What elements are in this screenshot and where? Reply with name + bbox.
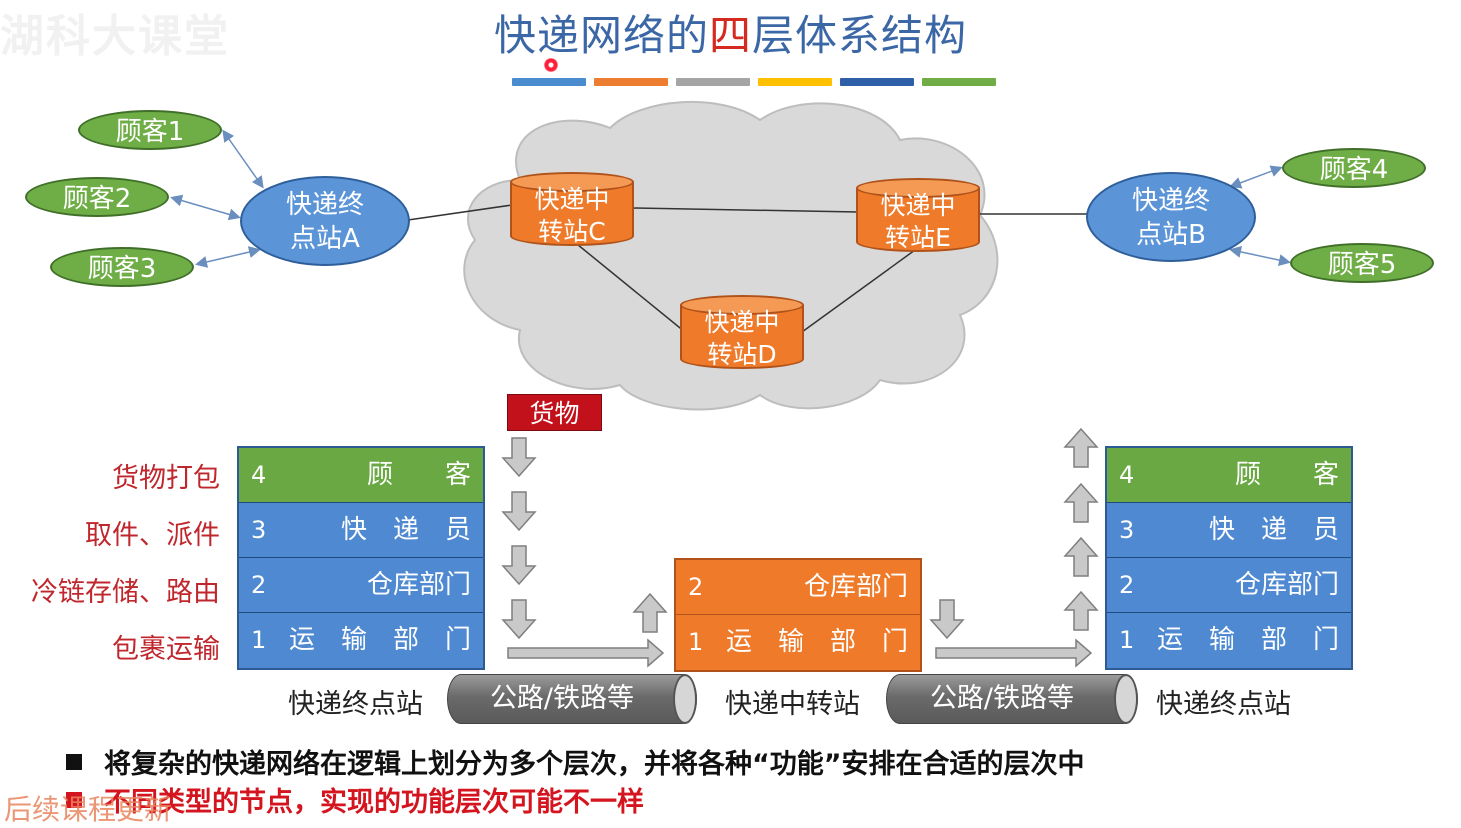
terminal-b-line2: 点站B [1136,220,1206,250]
right-layer-4: 4 顾 客 [1107,448,1351,503]
customer-4: 顾客4 [1282,148,1426,188]
customer-1: 顾客1 [78,110,222,150]
transfer-e-line2: 转站E [885,223,951,252]
right-arrow-icon [507,638,665,668]
up-arrow-icon [1063,427,1099,468]
down-arrow-icon [929,599,965,640]
layer-name: 仓库部门 [366,570,471,600]
customer-5: 顾客5 [1290,243,1434,283]
bullet-square-icon [66,792,82,808]
title-color-bar [512,78,586,86]
page-title: 快递网络的四层体系结构 [0,2,1461,63]
transfer-station-c: 快递中转站C [510,172,634,248]
layer-number: 4 [251,461,267,489]
function-label-2: 冷链存储、路由 [31,577,220,608]
up-arrow-icon [1063,590,1099,631]
terminal-a-line1: 快递终 [285,190,364,220]
middle-layer-stack: 2 仓库部门 1 运 输 部 门 [674,558,922,672]
layer-number: 2 [251,571,267,599]
down-arrow-icon [501,437,537,478]
function-label-1: 包裹运输 [112,634,220,665]
caption-left-terminal: 快递终点站 [288,689,423,720]
layer-name: 运 输 部 门 [288,625,471,655]
layer-name: 仓库部门 [803,572,908,602]
caption-transfer-station: 快递中转站 [725,689,860,720]
bullet-square-icon [66,754,82,770]
layer-number: 1 [251,626,267,654]
transfer-c-line1: 快递中 [534,185,610,214]
transfer-e-line1: 快递中 [880,191,956,220]
middle-layer-2: 2 仓库部门 [676,560,920,615]
layer-name: 顾 客 [366,460,471,490]
left-layer-4: 4 顾 客 [239,448,483,503]
bullet-2: 不同类型的节点，实现的功能层次可能不一样 [66,780,644,819]
terminal-station-a: 快递终 点站A [240,176,410,266]
layer-name: 仓库部门 [1234,570,1339,600]
title-color-bar [922,78,996,86]
layer-number: 1 [1119,626,1135,654]
left-layer-3: 3 快 递 员 [239,503,483,558]
right-layer-3: 3 快 递 员 [1107,503,1351,558]
layer-name: 运 输 部 门 [1156,625,1339,655]
down-arrow-icon [501,545,537,586]
title-part-1: 快递网络的 [493,11,709,60]
layer-number: 1 [688,628,704,656]
down-arrow-icon [501,491,537,532]
road-left-label: 公路/铁路等 [489,683,635,714]
right-layer-1: 1 运 输 部 门 [1107,613,1351,668]
layer-name: 顾 客 [1234,460,1339,490]
laser-pointer-icon [544,58,558,72]
left-layer-1: 1 运 输 部 门 [239,613,483,668]
road-left: 公路/铁路等 [447,674,697,724]
layer-number: 4 [1119,461,1135,489]
layer-name: 运 输 部 门 [725,627,908,657]
title-highlight: 四 [708,11,752,60]
road-right-label: 公路/铁路等 [929,683,1075,714]
road-right: 公路/铁路等 [886,674,1138,724]
right-arrow-icon [935,638,1093,668]
watermark-bottom: 后续课程更新 [4,793,173,826]
transfer-d-line1: 快递中 [704,308,780,337]
middle-layer-1: 1 运 输 部 门 [676,615,920,670]
down-arrow-icon [501,599,537,640]
terminal-a-line2: 点站A [290,224,360,254]
bullet-2-text: 不同类型的节点，实现的功能层次可能不一样 [104,787,644,818]
title-part-2: 层体系结构 [752,11,968,60]
bullet-1: 将复杂的快递网络在逻辑上划分为多个层次，并将各种“功能”安排在合适的层次中 [66,742,1085,781]
terminal-b-line1: 快递终 [1131,186,1210,216]
layer-number: 2 [688,573,704,601]
layer-name: 快 递 员 [340,515,471,545]
left-layer-2: 2 仓库部门 [239,558,483,613]
layer-number: 3 [1119,516,1135,544]
transfer-station-d: 快递中转站D [680,295,804,371]
up-arrow-icon [1063,536,1099,577]
right-layer-2: 2 仓库部门 [1107,558,1351,613]
customer-3: 顾客3 [50,247,194,287]
title-color-bar [840,78,914,86]
title-color-bar [594,78,668,86]
layer-number: 3 [251,516,267,544]
transfer-station-e: 快递中转站E [856,178,980,254]
bullet-1-text: 将复杂的快递网络在逻辑上划分为多个层次，并将各种“功能”安排在合适的层次中 [104,749,1085,780]
up-arrow-icon [632,592,668,633]
up-arrow-icon [1063,482,1099,523]
customer-2: 顾客2 [25,177,169,217]
terminal-station-b: 快递终 点站B [1086,172,1256,262]
layer-name: 快 递 员 [1208,515,1339,545]
title-color-bar [676,78,750,86]
left-layer-stack: 4 顾 客 3 快 递 员 2 仓库部门 1 运 输 部 门 [237,446,485,670]
right-layer-stack: 4 顾 客 3 快 递 员 2 仓库部门 1 运 输 部 门 [1105,446,1353,670]
function-label-3: 取件、派件 [85,520,220,551]
caption-right-terminal: 快递终点站 [1156,689,1291,720]
layer-number: 2 [1119,571,1135,599]
function-label-4: 货物打包 [112,463,220,494]
title-color-bar [758,78,832,86]
transfer-d-line2: 转站D [707,340,777,369]
transfer-c-line2: 转站C [538,217,606,246]
goods-label: 货物 [507,394,602,431]
watermark-top: 湖科大课堂 [0,11,230,62]
